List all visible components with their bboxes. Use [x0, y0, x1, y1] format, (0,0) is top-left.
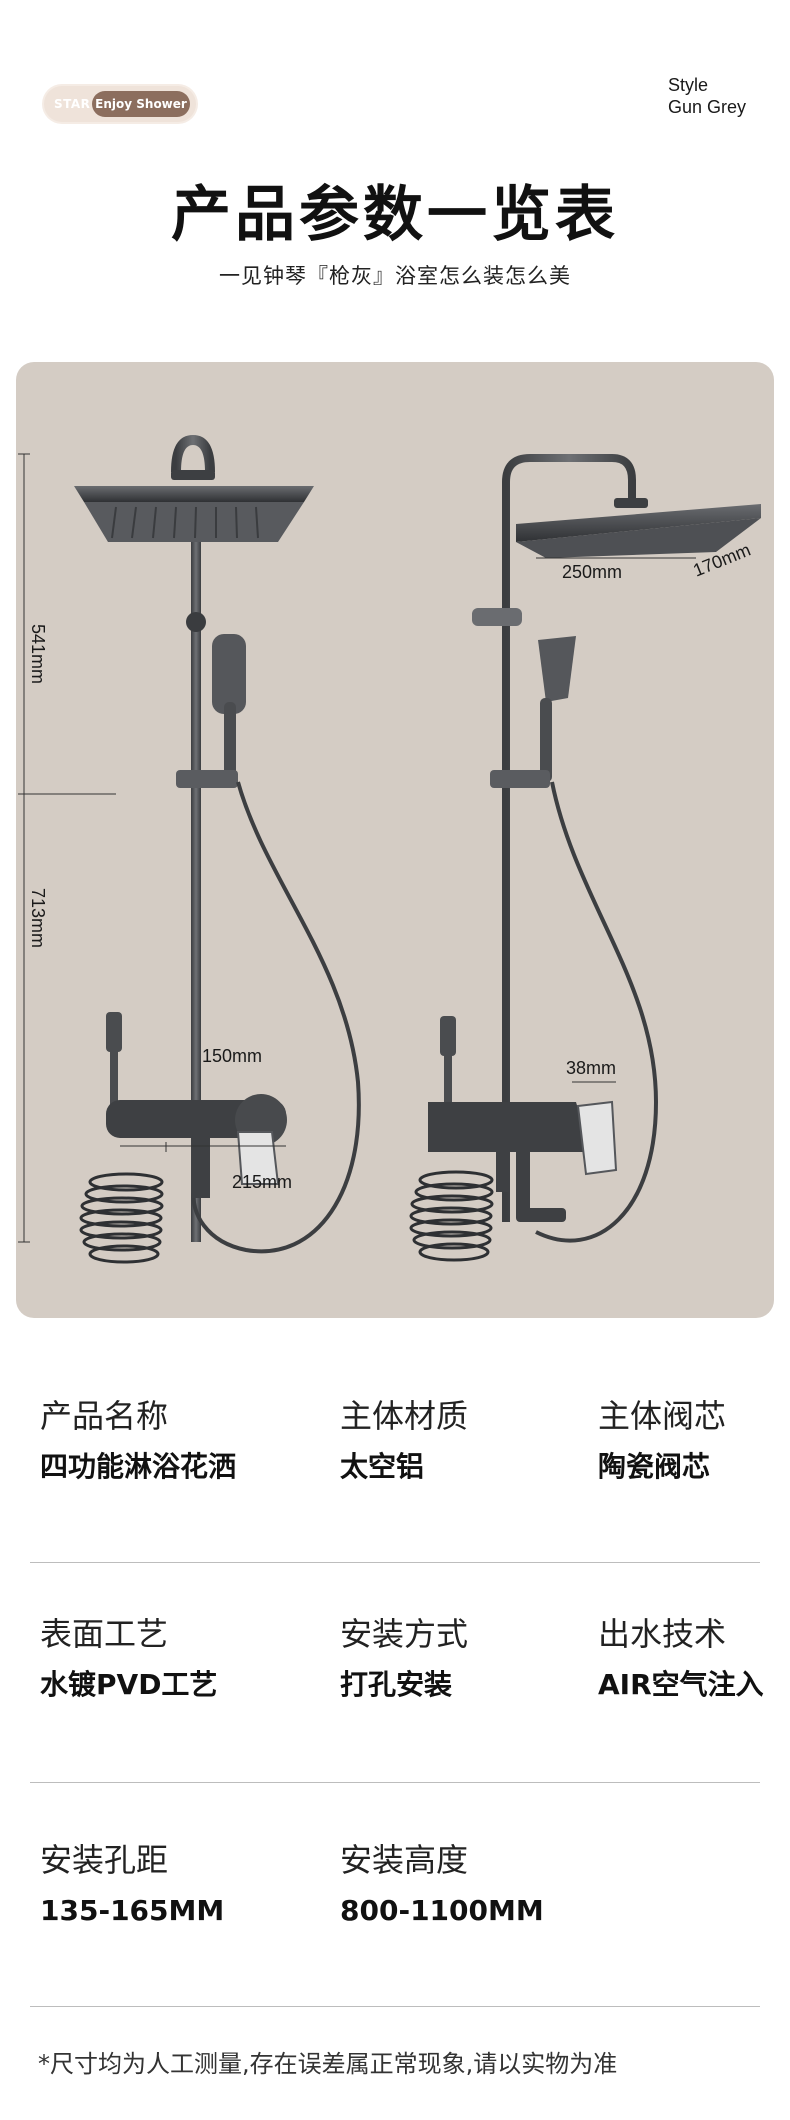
spec-divider — [30, 1562, 760, 1563]
spec-label: 产品名称 — [40, 1397, 169, 1435]
spec-value: 打孔安装 — [340, 1668, 453, 1701]
spec-value: 800-1100MM — [340, 1894, 544, 1927]
spec-item: 安装高度 800-1100MM — [340, 1840, 544, 1928]
dimension-lower-height: 713mm — [28, 888, 48, 949]
spec-label: 安装高度 — [340, 1841, 469, 1879]
dimension-outlet-length: 215mm — [232, 1172, 293, 1192]
shower-side-view — [409, 454, 761, 1262]
badge-star-label: STAR — [54, 97, 91, 111]
spec-value: 太空铝 — [340, 1450, 425, 1483]
spec-value: AIR空气注入 — [598, 1668, 764, 1701]
spec-label: 表面工艺 — [40, 1615, 169, 1653]
shower-front-view — [74, 434, 361, 1264]
page-title: 产品参数一览表 — [171, 180, 619, 250]
spec-label: 主体阀芯 — [598, 1397, 727, 1435]
spec-label: 安装孔距 — [40, 1841, 169, 1879]
spec-label: 出水技术 — [598, 1615, 727, 1653]
spec-row-3: 安装孔距 135-165MM 安装高度 800-1100MM — [0, 1840, 790, 2000]
spec-row-1: 产品名称 四功能淋浴花洒 主体材质 太空铝 主体阀芯 陶瓷阀芯 — [0, 1396, 790, 1556]
dimension-head-width: 250mm — [562, 562, 623, 582]
spec-item: 主体阀芯 陶瓷阀芯 — [598, 1396, 726, 1484]
spec-value: 陶瓷阀芯 — [598, 1450, 711, 1483]
spec-item: 安装方式 打孔安装 — [340, 1614, 468, 1702]
spec-label: 安装方式 — [340, 1615, 469, 1653]
dimension-side-depth: 38mm — [566, 1058, 617, 1078]
spec-divider — [30, 2006, 760, 2007]
brand-badge: STAR Enjoy Shower — [44, 86, 196, 122]
page-subtitle: 一见钟琴『枪灰』浴室怎么装怎么美 — [219, 264, 571, 288]
spec-item: 主体材质 太空铝 — [340, 1396, 468, 1484]
dimension-mixer-width: 150mm — [202, 1046, 263, 1066]
spec-row-2: 表面工艺 水镀PVD工艺 安装方式 打孔安装 出水技术 AIR空气注入 — [0, 1614, 790, 1774]
style-label-line2: Gun Grey — [668, 97, 747, 117]
spec-value: 水镀PVD工艺 — [40, 1668, 218, 1701]
badge-enjoy-shower-label: Enjoy Shower — [92, 91, 190, 117]
style-label: Style Gun Grey — [668, 74, 746, 118]
spec-divider — [30, 1782, 760, 1783]
dimension-upper-height: 541mm — [28, 624, 48, 685]
spec-item: 表面工艺 水镀PVD工艺 — [40, 1614, 217, 1702]
spec-item: 出水技术 AIR空气注入 — [598, 1614, 764, 1702]
spec-label: 主体材质 — [340, 1397, 469, 1435]
shower-illustration — [18, 434, 761, 1264]
spec-item: 安装孔距 135-165MM — [40, 1840, 224, 1928]
product-image-panel: 541mm 713mm 250mm 170mm 150mm 215mm 38mm — [16, 362, 774, 1318]
spec-value: 135-165MM — [40, 1894, 225, 1927]
style-label-line1: Style — [668, 75, 709, 95]
spec-item: 产品名称 四功能淋浴花洒 — [40, 1396, 236, 1484]
dimension-lines — [18, 453, 116, 1243]
spec-value: 四功能淋浴花洒 — [40, 1450, 237, 1483]
measurement-footnote: *尺寸均为人工测量,存在误差属正常现象,请以实物为准 — [38, 2050, 618, 2078]
